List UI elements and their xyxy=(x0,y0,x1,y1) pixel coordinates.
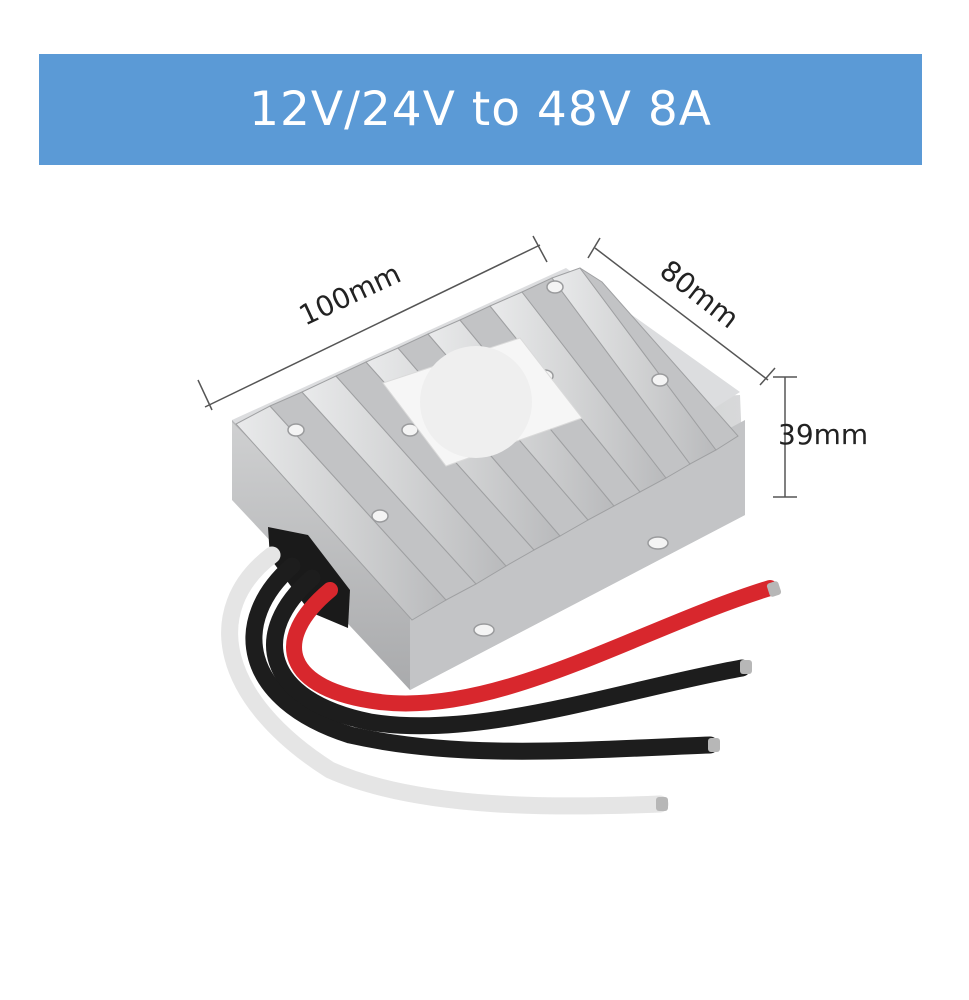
banner-title: 12V/24V to 48V 8A xyxy=(249,82,712,137)
width-label: 80mm xyxy=(654,254,745,336)
wire-tips xyxy=(656,581,782,811)
black-wire-lower xyxy=(245,557,719,760)
length-label: 100mm xyxy=(294,257,406,333)
wire-bundle xyxy=(221,546,778,815)
red-wire xyxy=(286,580,778,712)
product-label xyxy=(382,337,583,467)
black-wire-upper xyxy=(266,569,751,735)
dimension-height: 39mm xyxy=(773,376,868,498)
height-label: 39mm xyxy=(778,418,868,451)
converter-housing xyxy=(232,267,745,690)
white-wire xyxy=(221,546,669,815)
title-banner: 12V/24V to 48V 8A xyxy=(39,54,922,165)
